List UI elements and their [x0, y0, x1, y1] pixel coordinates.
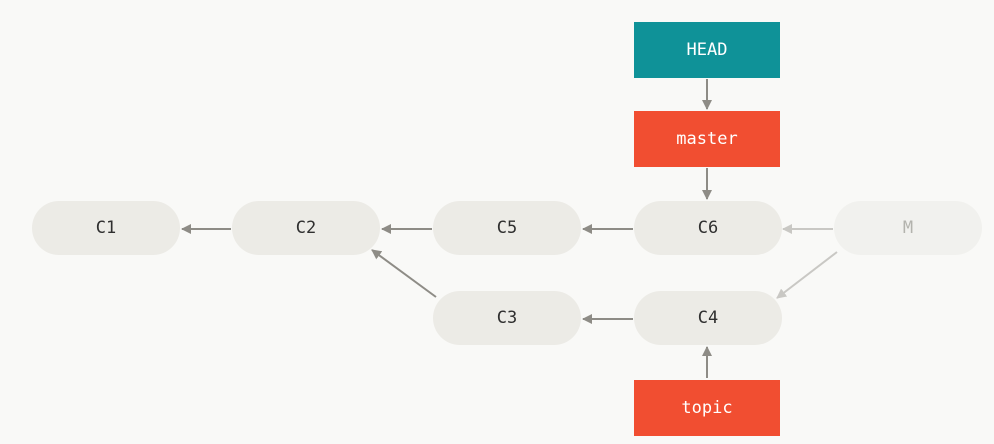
- head-ref: HEAD: [634, 22, 780, 78]
- commit-c4: C4: [634, 291, 782, 345]
- topic-branch-ref: topic: [634, 380, 780, 436]
- merge-commit-m: M: [834, 201, 982, 255]
- arrow-c3-to-c2: [371, 249, 437, 298]
- commit-c6: C6: [634, 201, 782, 255]
- commit-c1: C1: [32, 201, 180, 255]
- master-branch-ref: master: [634, 111, 780, 167]
- commit-c5: C5: [433, 201, 581, 255]
- commit-c2: C2: [232, 201, 380, 255]
- arrow-m-to-c4: [776, 251, 838, 299]
- commit-c3: C3: [433, 291, 581, 345]
